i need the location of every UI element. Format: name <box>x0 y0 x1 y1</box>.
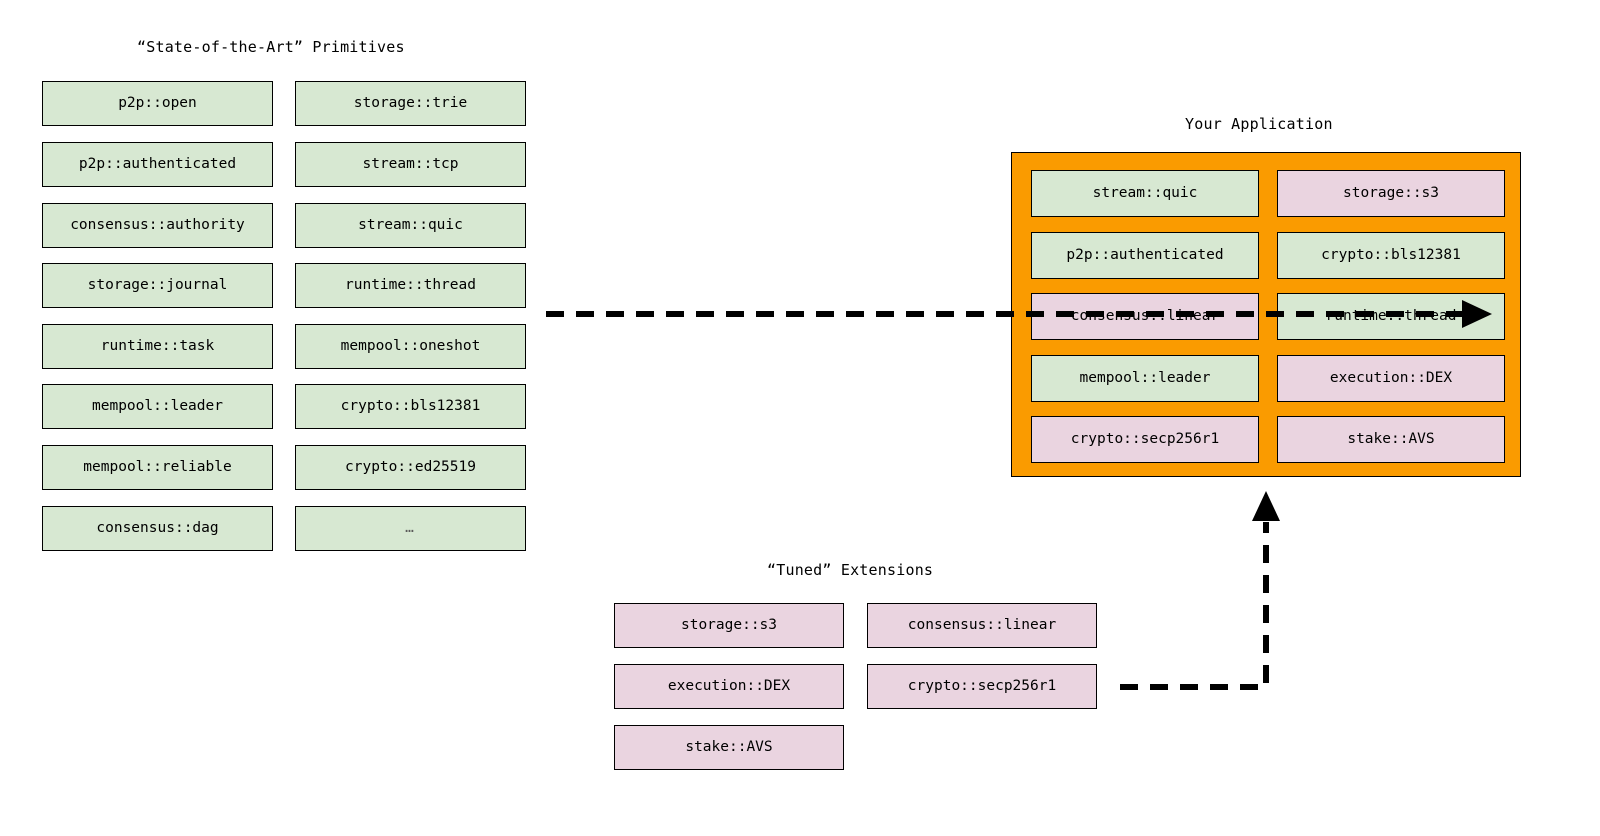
application-box[interactable]: p2p::authenticated <box>1031 232 1259 279</box>
extension-box[interactable]: stake::AVS <box>614 725 844 770</box>
application-box[interactable]: crypto::secp256r1 <box>1031 416 1259 463</box>
extension-box[interactable]: consensus::linear <box>867 603 1097 648</box>
primitive-box[interactable]: mempool::leader <box>42 384 273 429</box>
application-box[interactable]: crypto::bls12381 <box>1277 232 1505 279</box>
application-box[interactable]: storage::s3 <box>1277 170 1505 217</box>
application-box[interactable]: stream::quic <box>1031 170 1259 217</box>
primitive-box[interactable]: consensus::dag <box>42 506 273 551</box>
primitive-box[interactable]: mempool::reliable <box>42 445 273 490</box>
primitive-box[interactable]: storage::trie <box>295 81 526 126</box>
application-box[interactable]: execution::DEX <box>1277 355 1505 402</box>
extension-box[interactable]: crypto::secp256r1 <box>867 664 1097 709</box>
primitive-box[interactable]: p2p::authenticated <box>42 142 273 187</box>
primitive-box[interactable]: stream::quic <box>295 203 526 248</box>
application-box[interactable]: mempool::leader <box>1031 355 1259 402</box>
arrow-extensions-to-application <box>1120 491 1280 690</box>
primitive-box[interactable]: crypto::ed25519 <box>295 445 526 490</box>
primitive-box[interactable]: p2p::open <box>42 81 273 126</box>
application-box[interactable]: consensus::linear <box>1031 293 1259 340</box>
extension-box[interactable]: storage::s3 <box>614 603 844 648</box>
primitives-section-title: “State-of-the-Art” Primitives <box>137 38 405 56</box>
primitive-box[interactable]: runtime::task <box>42 324 273 369</box>
primitive-box[interactable]: runtime::thread <box>295 263 526 308</box>
primitive-box[interactable]: consensus::authority <box>42 203 273 248</box>
extensions-section-title: “Tuned” Extensions <box>767 561 934 579</box>
application-box[interactable]: runtime::thread <box>1277 293 1505 340</box>
application-box[interactable]: stake::AVS <box>1277 416 1505 463</box>
primitive-box[interactable]: mempool::oneshot <box>295 324 526 369</box>
primitive-box[interactable]: crypto::bls12381 <box>295 384 526 429</box>
primitive-box[interactable]: stream::tcp <box>295 142 526 187</box>
application-section-title: Your Application <box>1185 115 1333 133</box>
primitive-box-more[interactable]: … <box>295 506 526 551</box>
extension-box[interactable]: execution::DEX <box>614 664 844 709</box>
primitive-box[interactable]: storage::journal <box>42 263 273 308</box>
